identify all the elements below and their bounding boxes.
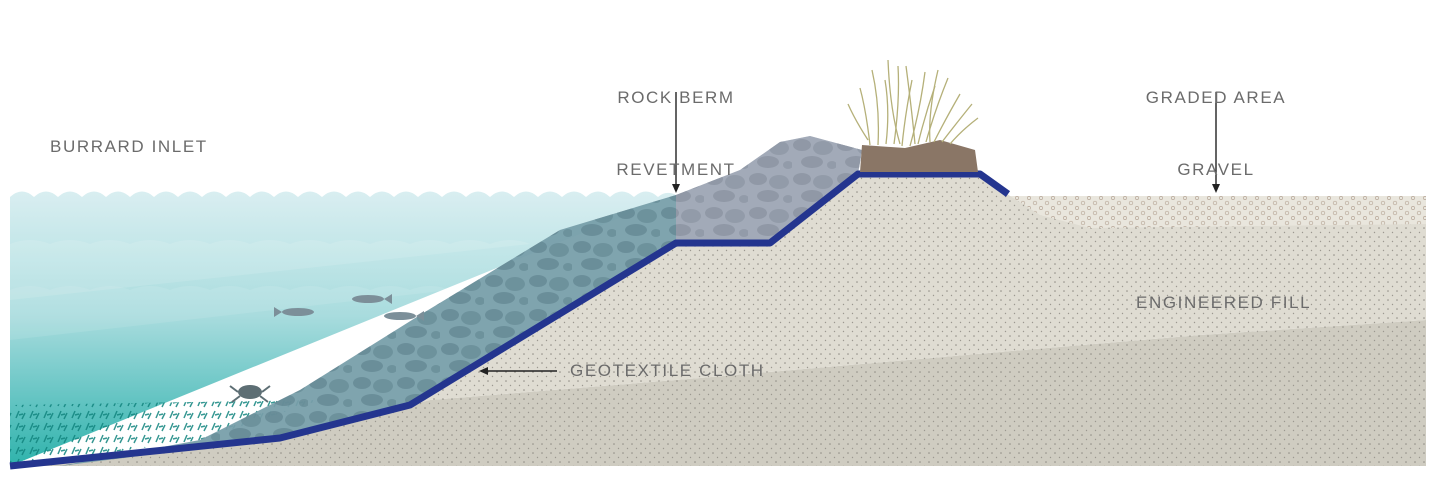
seabed-vegetation <box>10 400 320 466</box>
label-graded-area-gravel: GRADED AREA GRAVEL <box>1126 38 1306 230</box>
label-graded-area-line-2: GRAVEL <box>1177 160 1255 179</box>
grass-clump <box>847 59 979 147</box>
pointer-arrows <box>479 92 1220 375</box>
label-burrard-inlet: BURRARD INLET <box>50 137 208 156</box>
label-rock-berm-line-2: REVETMENT <box>616 160 736 179</box>
crab <box>229 385 271 403</box>
topsoil <box>860 140 978 172</box>
label-rock-berm-revetment: ROCK BERM REVETMENT <box>596 38 756 230</box>
label-rock-berm-line-1: ROCK BERM <box>617 88 735 107</box>
geotextile-line <box>9 170 1011 470</box>
label-geotextile-cloth: GEOTEXTILE CLOTH <box>570 361 765 380</box>
label-graded-area-line-1: GRADED AREA <box>1145 88 1287 107</box>
water-body <box>10 191 676 466</box>
label-engineered-fill: ENGINEERED FILL <box>1136 293 1312 312</box>
fish-group <box>274 294 424 321</box>
